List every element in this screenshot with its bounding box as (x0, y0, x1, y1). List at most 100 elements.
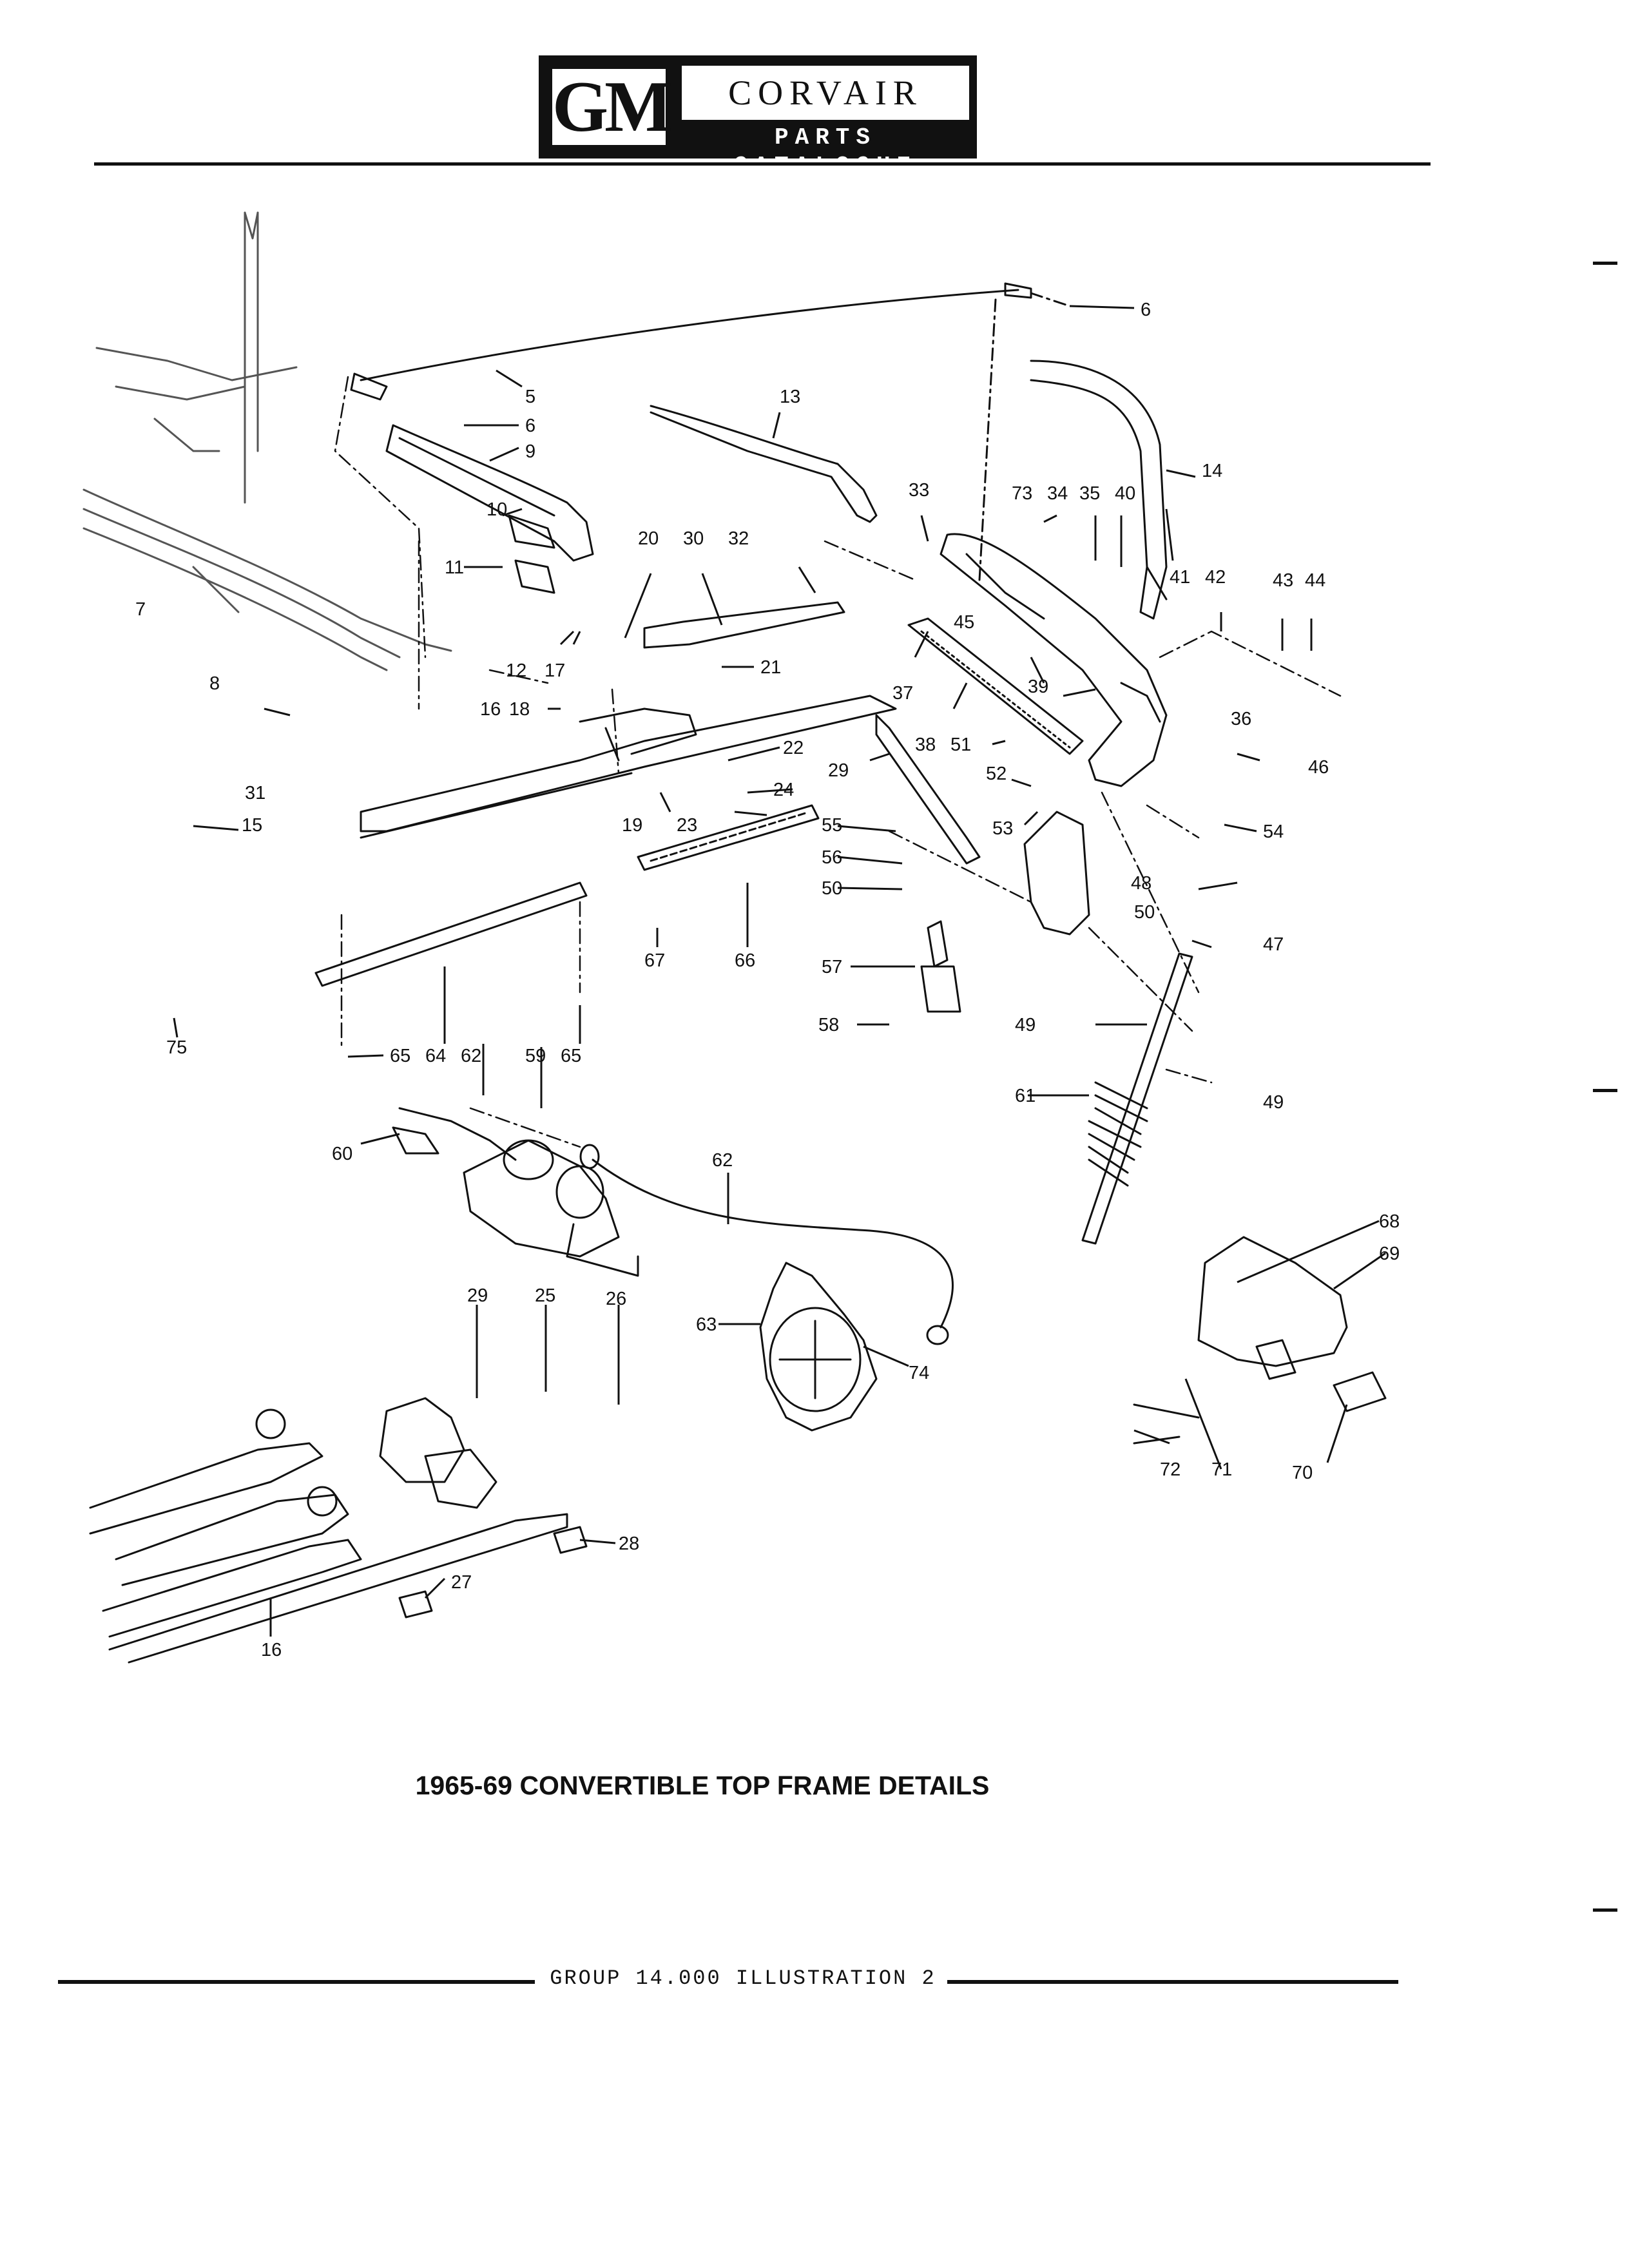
margin-mark (1593, 1089, 1617, 1092)
callout-50: 50 (1134, 902, 1155, 923)
callout-64: 64 (425, 1046, 446, 1066)
callout-70: 70 (1292, 1463, 1313, 1483)
callout-29: 29 (467, 1285, 488, 1306)
callout-59: 59 (525, 1046, 546, 1066)
callout-19: 19 (622, 815, 642, 836)
footer-rule (947, 1980, 1398, 1984)
footer-rule (58, 1980, 535, 1984)
rail (650, 405, 878, 523)
callout-39: 39 (1028, 677, 1048, 697)
callout-34: 34 (1047, 483, 1068, 504)
motor-assembly (392, 1107, 639, 1277)
callout-61: 61 (1015, 1086, 1036, 1106)
rail (385, 424, 594, 562)
callout-21: 21 (760, 657, 781, 678)
callout-73: 73 (1012, 483, 1032, 504)
callout-18: 18 (509, 699, 530, 720)
callout-24: 24 (773, 780, 794, 800)
header-rule (94, 162, 1431, 166)
link-bar (643, 601, 845, 649)
callout-65: 65 (561, 1046, 581, 1066)
link-bar (907, 617, 1084, 755)
callout-20: 20 (638, 528, 659, 549)
catalogue-subtitle: PARTS CATALOGUE (733, 124, 918, 179)
callout-43: 43 (1273, 570, 1293, 591)
callout-45: 45 (954, 612, 974, 633)
side-rail (360, 695, 897, 832)
callout-75: 75 (166, 1037, 187, 1058)
callout-57: 57 (822, 957, 842, 977)
callout-38: 38 (915, 735, 936, 755)
cable (360, 289, 1019, 381)
brand-name: CORVAIR (682, 66, 969, 120)
callout-40: 40 (1115, 483, 1135, 504)
callout-67: 67 (644, 950, 665, 971)
callout-13: 13 (780, 387, 800, 407)
callout-47: 47 (1263, 934, 1284, 955)
callout-16: 16 (480, 699, 501, 720)
link-bar (875, 714, 981, 865)
callout-33: 33 (909, 480, 929, 501)
margin-mark (1593, 1908, 1617, 1912)
callout-72: 72 (1160, 1459, 1181, 1480)
spring-rod (1081, 952, 1193, 1245)
callout-62: 62 (461, 1046, 481, 1066)
callout-63: 63 (696, 1314, 717, 1335)
callout-29: 29 (828, 760, 849, 781)
illustration-caption: 1965-69 CONVERTIBLE TOP FRAME DETAILS (415, 1771, 990, 1800)
callout-23: 23 (677, 815, 697, 836)
callout-28: 28 (619, 1533, 639, 1554)
hinge-detail (89, 1397, 588, 1664)
callout-68: 68 (1379, 1211, 1400, 1232)
callout-44: 44 (1305, 570, 1325, 591)
cable-end (1004, 282, 1032, 299)
callout-50: 50 (822, 878, 842, 899)
callout-49: 49 (1015, 1015, 1036, 1035)
slotted-bar (637, 804, 820, 871)
callout-55: 55 (822, 815, 842, 836)
callout-37: 37 (892, 683, 913, 704)
callout-53: 53 (992, 818, 1013, 839)
rod (314, 881, 588, 987)
callout-49: 49 (1263, 1092, 1284, 1113)
callout-10: 10 (487, 499, 507, 520)
reservoir (1133, 1236, 1387, 1445)
callout-16: 16 (261, 1640, 282, 1660)
callout-30: 30 (683, 528, 704, 549)
callout-7: 7 (135, 599, 146, 620)
callout-58: 58 (818, 1015, 839, 1035)
callout-12: 12 (506, 660, 526, 681)
callout-74: 74 (909, 1363, 929, 1383)
frame-link (940, 533, 1168, 787)
callout-69: 69 (1379, 1244, 1400, 1264)
callout-17: 17 (545, 660, 565, 681)
callout-6: 6 (1141, 300, 1151, 320)
margin-mark (1593, 262, 1617, 265)
callout-14: 14 (1202, 461, 1222, 481)
callout-36: 36 (1231, 709, 1251, 729)
callout-27: 27 (451, 1572, 472, 1593)
callout-26: 26 (606, 1289, 626, 1309)
callout-48: 48 (1131, 873, 1152, 894)
callout-54: 54 (1263, 822, 1284, 842)
gm-logo: GM (549, 66, 673, 148)
callout-46: 46 (1308, 757, 1329, 778)
hydraulic-pump (759, 1262, 878, 1432)
catalogue-header: GM CORVAIR PARTS CATALOGUE (539, 55, 977, 179)
rear-bow (1030, 360, 1168, 620)
callout-6: 6 (525, 416, 535, 436)
bracket (1023, 811, 1090, 936)
front-header-bow (82, 211, 452, 671)
callout-15: 15 (242, 815, 262, 836)
callout-35: 35 (1079, 483, 1100, 504)
callout-22: 22 (783, 738, 804, 758)
callout-5: 5 (525, 387, 535, 407)
callout-8: 8 (209, 673, 220, 694)
callout-71: 71 (1211, 1459, 1232, 1480)
callout-66: 66 (735, 950, 755, 971)
hydraulic-hose (592, 1158, 954, 1329)
callout-65: 65 (390, 1046, 410, 1066)
callout-25: 25 (535, 1285, 555, 1306)
callout-62: 62 (712, 1150, 733, 1171)
